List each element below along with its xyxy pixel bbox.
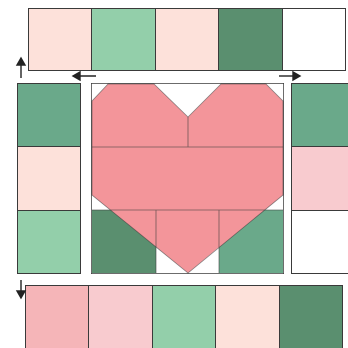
arrow-right-icon	[279, 72, 300, 80]
arrow-left-icon	[73, 72, 96, 80]
arrow-up-icon	[17, 58, 25, 78]
arrow-down-icon	[17, 280, 25, 298]
